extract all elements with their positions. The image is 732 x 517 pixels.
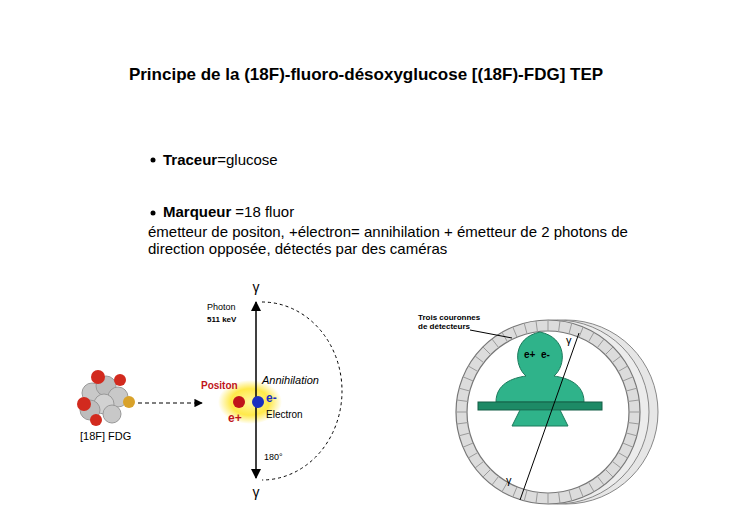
positron-dot <box>233 396 245 408</box>
detector-tick <box>536 321 537 332</box>
bullet-text: =glucose <box>217 151 277 168</box>
detector-tick <box>468 366 478 372</box>
detector-tick <box>548 320 549 331</box>
detector-tick <box>483 469 491 477</box>
detector-label: Trois couronnes de détecteurs <box>418 313 486 331</box>
detector-tick <box>626 433 637 436</box>
detector-tick <box>459 388 470 391</box>
bullet <box>151 158 156 163</box>
detector-tick <box>569 490 572 501</box>
fdg-molecule <box>77 370 135 426</box>
angle-label: 180° <box>264 452 283 462</box>
detector-tick <box>536 492 537 503</box>
bullet-term: Traceur <box>163 151 217 168</box>
leader-line <box>470 330 512 338</box>
gamma-symbol: γ <box>566 334 572 347</box>
detector-tick <box>492 339 499 348</box>
detector-tick <box>605 347 613 355</box>
electron-label: Electron <box>266 409 303 421</box>
page-title: Principe de la (18F)-fluoro-désoxyglucos… <box>0 65 732 85</box>
detector-tick <box>623 377 633 381</box>
dashed-arrow <box>138 402 202 403</box>
detector-tick <box>475 356 484 363</box>
particle-symbol: e+ <box>524 349 535 361</box>
detector-tick <box>463 377 473 381</box>
photon-label: Photon <box>207 302 236 312</box>
detector-tick <box>513 487 517 497</box>
angle-arc <box>262 302 342 480</box>
detector-tick <box>569 323 572 334</box>
gamma-symbol: γ <box>253 484 260 500</box>
bullet-text: =18 fluor <box>235 203 294 220</box>
detector-tick <box>475 461 484 468</box>
detector-tick <box>618 453 628 459</box>
particle-symbol: e+ <box>228 412 242 426</box>
detector-tick <box>626 388 637 391</box>
detector-tick <box>457 400 468 401</box>
positron-label: Positon <box>201 380 238 392</box>
detector-tick <box>459 433 470 436</box>
detector-tick <box>623 443 633 447</box>
detector-tick <box>456 412 467 413</box>
bullet-term: Marqueur <box>163 203 231 220</box>
detector-tick <box>628 423 639 424</box>
detector-tick <box>524 323 527 334</box>
gamma-symbol: γ <box>253 279 260 295</box>
detector-tick <box>513 327 517 337</box>
detector-tick <box>457 423 468 424</box>
energy-label: 511 keV <box>207 315 236 324</box>
detector-tick <box>597 339 604 348</box>
photon-axis <box>255 302 257 478</box>
detector-tick <box>559 492 560 503</box>
detector-tick <box>629 412 640 413</box>
gamma-symbol: γ <box>506 474 512 487</box>
detector-tick <box>628 400 639 401</box>
detector-tick <box>579 487 583 497</box>
detector-tick <box>579 327 583 337</box>
detector-tick <box>524 490 527 501</box>
particle-symbol: e- <box>266 392 277 406</box>
detector-rings <box>456 320 658 504</box>
annihilation-label: Annihilation <box>262 374 319 387</box>
detector-tick <box>483 347 491 355</box>
detector-tick <box>597 476 604 485</box>
detector-tick <box>589 332 595 342</box>
molecule-label: [18F] FDG <box>80 430 131 443</box>
detector-tick <box>468 453 478 459</box>
detector-tick <box>548 493 549 504</box>
detector-tick <box>605 469 613 477</box>
detector-tick <box>618 366 628 372</box>
detector-tick <box>463 443 473 447</box>
gamma-line <box>520 333 579 500</box>
particle-symbol: e- <box>541 349 550 361</box>
detector-tick <box>589 482 595 492</box>
electron-dot <box>252 396 264 408</box>
detector-tick <box>612 356 621 363</box>
patient <box>478 332 602 426</box>
description: émetteur de positon, +électron= annihila… <box>148 223 668 258</box>
detector-tick <box>612 461 621 468</box>
bullet <box>151 211 156 216</box>
detector-tick <box>492 476 499 485</box>
detector-tick <box>559 321 560 332</box>
